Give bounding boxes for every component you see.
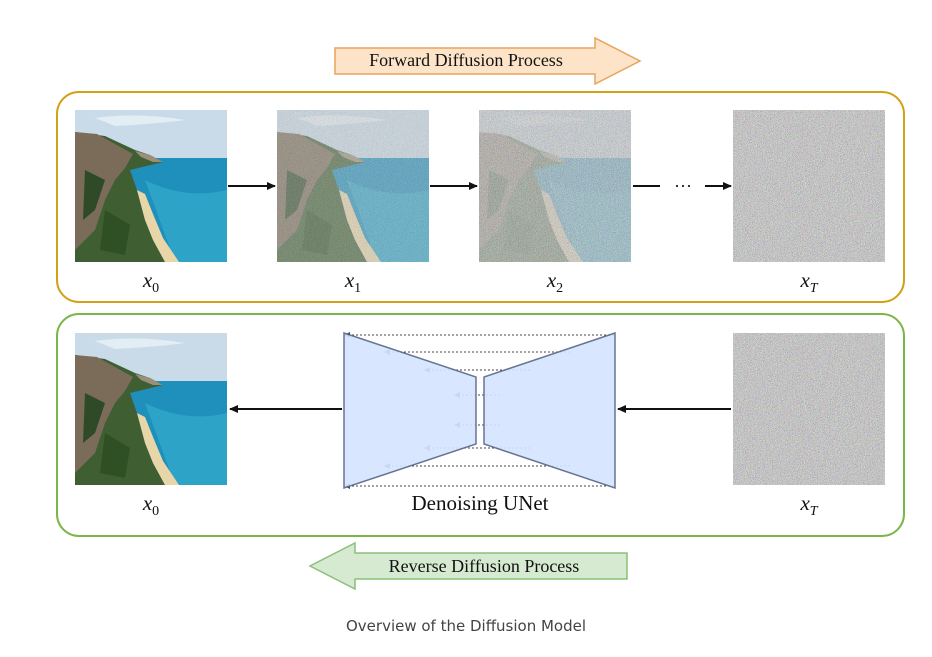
forward-image-x2 — [479, 110, 631, 262]
forward-label-x1: x1 — [344, 268, 361, 296]
forward-process-label: Forward Diffusion Process — [369, 50, 563, 70]
reverse-process-arrow: Reverse Diffusion Process — [308, 541, 628, 591]
forward-arrow-shape — [334, 36, 642, 86]
reverse-image-x0 — [75, 333, 227, 485]
reverse-process-frame — [56, 313, 905, 537]
reverse-image-xT — [733, 333, 885, 485]
forward-image-x0 — [75, 110, 227, 262]
forward-process-arrow: Forward Diffusion Process — [334, 36, 642, 86]
reverse-process-label: Reverse Diffusion Process — [389, 556, 580, 576]
unet-label: Denoising UNet — [411, 491, 548, 515]
unet-decoder — [343, 331, 477, 490]
forward-label-x0: x0 — [142, 268, 159, 296]
forward-ellipsis: ··· — [674, 176, 692, 196]
forward-image-x1 — [277, 110, 429, 262]
forward-label-x2: x2 — [546, 268, 563, 296]
reverse-arrow-shape — [308, 541, 628, 591]
forward-process-frame — [56, 91, 905, 303]
unet-encoder — [483, 331, 616, 490]
forward-image-xT — [733, 110, 885, 262]
reverse-label-x0: x0 — [142, 491, 159, 519]
reverse-label-xT: xT — [799, 491, 818, 519]
figure-caption: Overview of the Diffusion Model — [345, 617, 587, 635]
forward-label-xT: xT — [799, 268, 818, 296]
